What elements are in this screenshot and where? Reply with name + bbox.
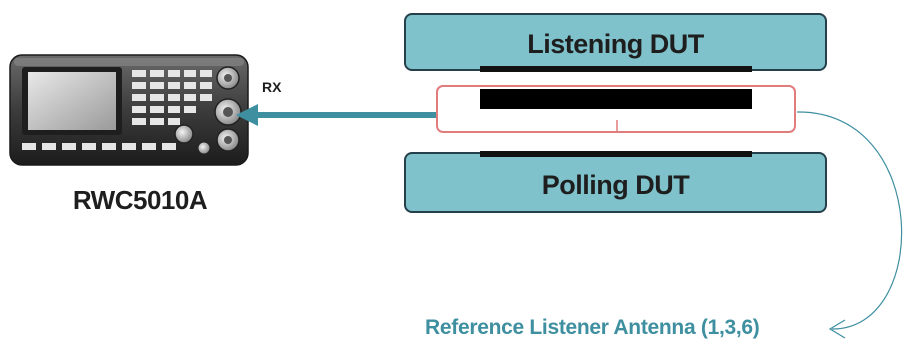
- device-label: RWC5010A: [72, 185, 208, 215]
- rx-arrow: [236, 104, 438, 126]
- polling-dut-box: Polling DUT: [404, 152, 827, 213]
- connector-arrowhead: [828, 319, 846, 339]
- curved-connector: [796, 111, 903, 330]
- rx-label: RX: [262, 79, 282, 95]
- signal-analyzer-icon: [9, 54, 249, 166]
- reference-antenna: [436, 85, 796, 133]
- polling-dut-label: Polling DUT: [541, 170, 690, 200]
- listening-dut-box: Listening DUT: [404, 13, 827, 71]
- reference-antenna-label: Reference Listener Antenna (1,3,6): [425, 316, 760, 339]
- listening-dut-label: Listening DUT: [527, 29, 704, 59]
